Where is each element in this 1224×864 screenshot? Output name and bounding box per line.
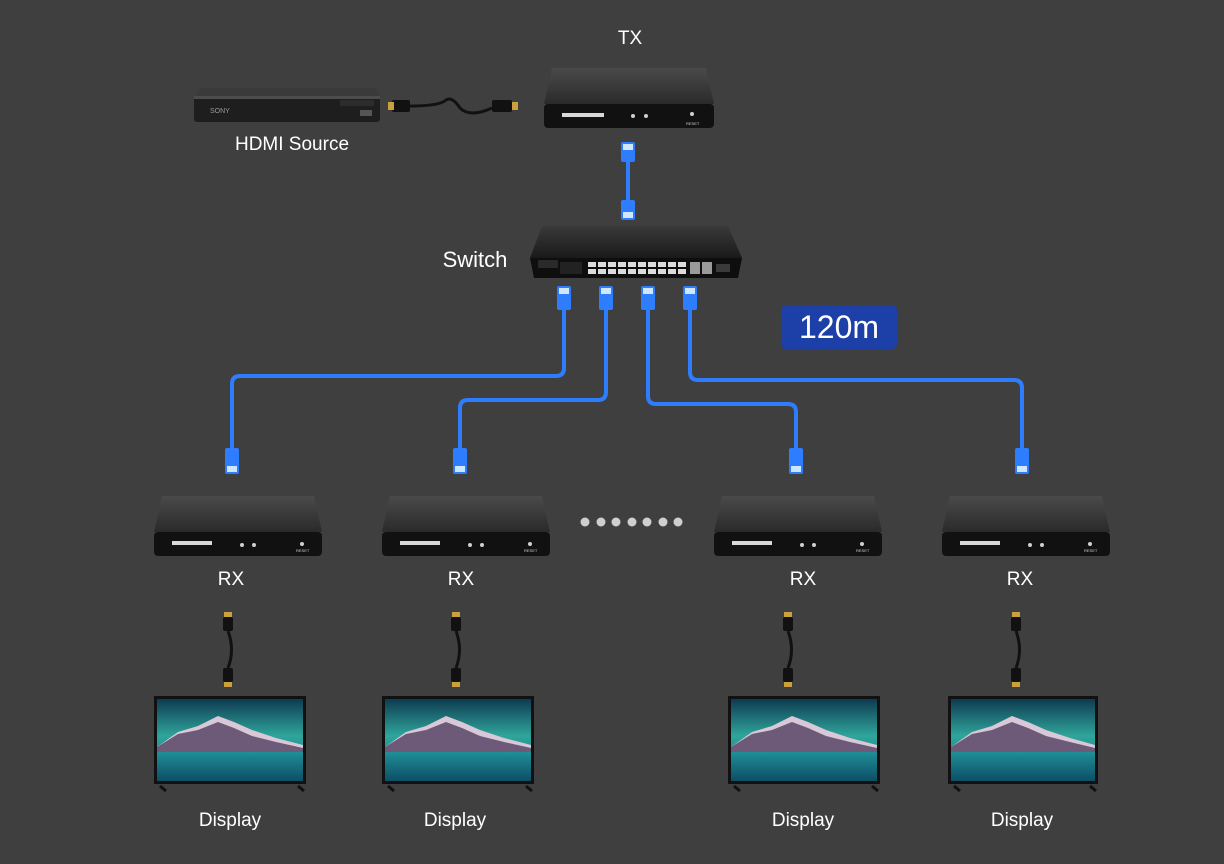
rx-extender-box: RESET [714,496,882,556]
receiver-column-3: RESET [714,496,882,793]
rj45-connector-rx1 [225,448,239,474]
switch-label: Switch [442,247,508,272]
rj45-connector-tx-bottom [621,142,635,162]
display-tv [382,696,534,793]
svg-text:RESET: RESET [856,548,870,553]
more-receivers-ellipsis [580,517,683,527]
rx-extender-box: RESET [154,496,322,556]
cable-switch-rx1 [230,308,566,454]
tx-extender-box: RESET [544,68,714,128]
rj45-connector-switch-port1 [557,286,571,310]
receiver-column-1: RESET [154,496,322,793]
hdmi-cable-source-tx [388,97,518,115]
svg-text:RESET: RESET [296,548,310,553]
cable-switch-rx4 [688,308,1024,454]
display-label-4: Display [990,810,1054,831]
rj45-connector-switch-port4 [683,286,697,310]
switch-ports [588,262,730,274]
hdmi-source-label: HDMI Source [234,134,350,155]
rj45-connectors [225,142,1029,474]
rx-label-4: RX [1006,569,1034,590]
rx-label-3: RX [789,569,817,590]
hdmi-cable-rx-display [223,612,233,687]
rj45-connector-switch-port3 [641,286,655,310]
rj45-connector-rx4 [1015,448,1029,474]
rx-extender-box: RESET [942,496,1110,556]
receiver-column-4: RESET [942,496,1110,793]
rj45-connector-rx2 [453,448,467,474]
rx-label-2: RX [447,569,475,590]
network-cables [230,158,1024,454]
receiver-column-2: RESET [382,496,550,793]
rj45-connector-switch-top [621,200,635,220]
display-tv [948,696,1098,793]
hdmi-cable-rx-display [1011,612,1021,687]
display-tv [728,696,880,793]
rx-label-1: RX [217,569,245,590]
display-label-2: Display [423,810,487,831]
hdmi-source-device: SONY [194,88,380,122]
cable-switch-rx2 [458,308,608,454]
svg-text:RESET: RESET [686,121,700,126]
display-tv [154,696,306,793]
display-label-1: Display [198,810,262,831]
hdmi-cable-rx-display [783,612,793,687]
cable-switch-rx3 [646,308,798,454]
rj45-connector-rx3 [789,448,803,474]
display-label-3: Display [771,810,835,831]
svg-text:SONY: SONY [210,108,230,115]
hdmi-cable-rx-display [451,612,461,687]
svg-text:RESET: RESET [524,548,538,553]
tx-label: TX [617,28,643,49]
svg-text:RESET: RESET [1084,548,1098,553]
rj45-connector-switch-port2 [599,286,613,310]
distance-badge: 120m [781,305,897,349]
rx-extender-box: RESET [382,496,550,556]
network-switch [530,226,742,278]
